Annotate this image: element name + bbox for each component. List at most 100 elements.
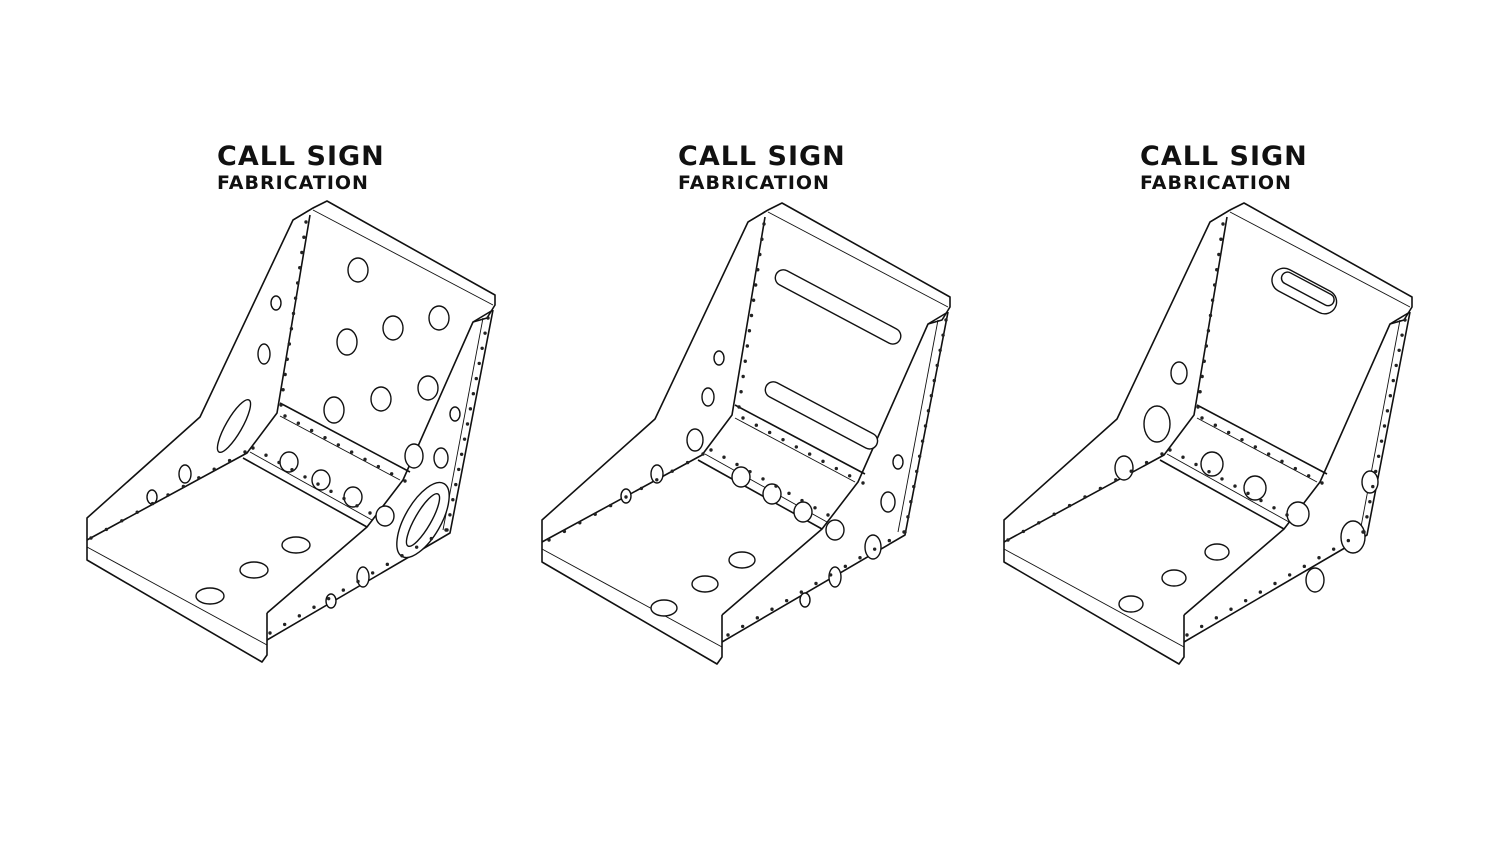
rivet — [355, 504, 359, 508]
rivet — [429, 536, 434, 541]
rivet — [1376, 454, 1381, 458]
rivet — [755, 616, 760, 620]
rivet — [1306, 474, 1311, 478]
rivet — [932, 378, 936, 383]
side-holes — [1114, 361, 1379, 593]
rivet — [740, 624, 745, 629]
rivet — [287, 342, 292, 346]
rivet — [1200, 416, 1204, 420]
rivet — [799, 590, 804, 594]
rivet — [465, 422, 470, 426]
rivet — [480, 346, 484, 350]
rivet — [1317, 556, 1321, 560]
rivet — [1400, 333, 1404, 337]
logo-seat-3: CALL SIGN FABRICATION — [1140, 143, 1308, 193]
rivet — [181, 484, 186, 489]
rivet — [1368, 500, 1372, 504]
rivet — [279, 403, 283, 407]
logo-line2: FABRICATION — [1140, 172, 1292, 194]
rivet — [774, 484, 778, 488]
rivet — [289, 327, 294, 331]
rivet — [291, 311, 296, 316]
rivet — [268, 631, 272, 635]
rivet — [309, 428, 314, 433]
rivet — [298, 266, 302, 270]
rivet — [828, 573, 833, 577]
rivet — [296, 421, 301, 425]
rivet — [264, 453, 268, 457]
rivet — [1194, 462, 1198, 467]
rivet — [826, 513, 830, 517]
rivet — [847, 474, 852, 478]
rivet — [743, 359, 747, 363]
rivet — [459, 452, 464, 456]
rivet — [385, 562, 390, 567]
rivet — [1213, 423, 1218, 427]
rivet — [593, 512, 597, 516]
rivet — [1266, 452, 1271, 456]
rivet — [1217, 252, 1221, 257]
rivet — [608, 503, 613, 508]
rivet — [1208, 313, 1213, 318]
rivet — [349, 450, 354, 454]
rivet — [1185, 633, 1189, 637]
logo-line1: CALL SIGN — [1140, 141, 1308, 172]
rivet — [787, 491, 791, 496]
rivet — [283, 414, 287, 418]
rivet — [316, 482, 320, 486]
rivet — [1114, 478, 1118, 482]
rivet — [285, 357, 289, 361]
rivet — [920, 439, 925, 443]
rivet — [414, 545, 419, 549]
rivet — [297, 614, 302, 618]
rivet — [1067, 503, 1072, 508]
rivet — [135, 510, 139, 514]
rivet — [1202, 359, 1206, 363]
rivet — [1371, 484, 1375, 489]
rivet — [303, 475, 307, 479]
rivet — [909, 500, 913, 504]
rivet — [1207, 469, 1211, 474]
seat-1 — [86, 200, 496, 663]
rivet — [1280, 459, 1284, 464]
rivet — [685, 460, 690, 465]
rivet — [547, 538, 551, 542]
rivet — [741, 416, 745, 420]
logo-seat-1: CALL SIGN FABRICATION — [217, 143, 385, 193]
rivet — [356, 579, 360, 584]
rivet — [1365, 515, 1369, 519]
rivet — [670, 469, 674, 473]
rivet — [341, 588, 346, 592]
seat-pan-holes — [195, 536, 311, 605]
rivet — [1196, 405, 1200, 409]
rivet — [1168, 448, 1172, 452]
rivet — [1320, 481, 1324, 485]
rivet — [336, 443, 341, 447]
rivet — [701, 452, 705, 456]
seat-pan-holes — [650, 551, 756, 617]
rivet — [444, 528, 448, 532]
rivet — [326, 596, 331, 601]
rivet — [1259, 498, 1263, 503]
rivet — [1388, 394, 1393, 398]
rivet — [902, 530, 906, 534]
rivet — [938, 348, 942, 352]
rivet — [1021, 529, 1026, 534]
rivet — [1273, 581, 1277, 586]
rivet — [843, 564, 848, 569]
rivet — [941, 333, 945, 337]
rivet — [887, 538, 892, 543]
rivet — [1391, 378, 1395, 383]
rivet — [1206, 329, 1211, 333]
rivet — [741, 374, 745, 379]
logo-line1: CALL SIGN — [217, 141, 385, 172]
rivet — [104, 527, 109, 532]
rivet — [1379, 439, 1384, 443]
rivet — [749, 313, 754, 318]
rivet — [748, 469, 752, 474]
rivet — [756, 268, 760, 272]
rivet — [323, 435, 327, 440]
rivet — [1287, 573, 1292, 577]
rivet — [150, 501, 155, 506]
